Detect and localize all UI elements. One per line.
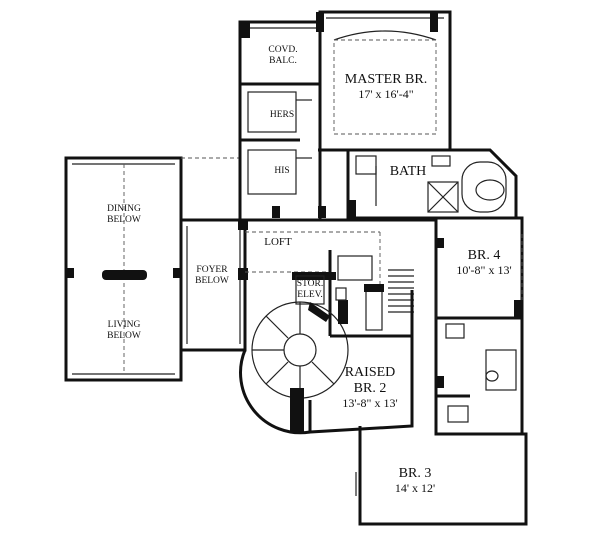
br3-block: [355, 432, 528, 526]
br2-block: [308, 287, 414, 434]
stor-label: STOR.: [296, 279, 324, 289]
spiral-stair: [239, 301, 349, 435]
bath-label: BATH: [389, 164, 427, 179]
stair-treads: [388, 269, 414, 313]
br3-label: BR. 3 14' x 12': [394, 466, 436, 496]
fireplace: [102, 270, 147, 280]
jack-bath: [434, 316, 524, 436]
dining-label: DINING BELOW: [107, 204, 141, 225]
master-br-label: MASTER BR. 17' x 16'-4": [344, 72, 428, 102]
foyer-block: [179, 218, 248, 352]
closets: [238, 82, 322, 222]
covd-balc-label: COVD. BALC.: [268, 45, 298, 66]
raised-br2-label: RAISED BR. 2 13'-8" x 13': [342, 365, 398, 411]
elev-label: ELEV.: [297, 290, 323, 300]
bath-block: [346, 148, 518, 220]
br4-label: BR. 4 10'-8" x 13': [456, 248, 512, 278]
living-label: LIVING BELOW: [107, 320, 141, 341]
his-label: HIS: [274, 166, 290, 176]
hers-label: HERS: [269, 110, 295, 120]
misc-walls: [245, 150, 437, 336]
loft-label: LOFT: [264, 236, 292, 248]
foyer-label: FOYER BELOW: [195, 265, 229, 286]
